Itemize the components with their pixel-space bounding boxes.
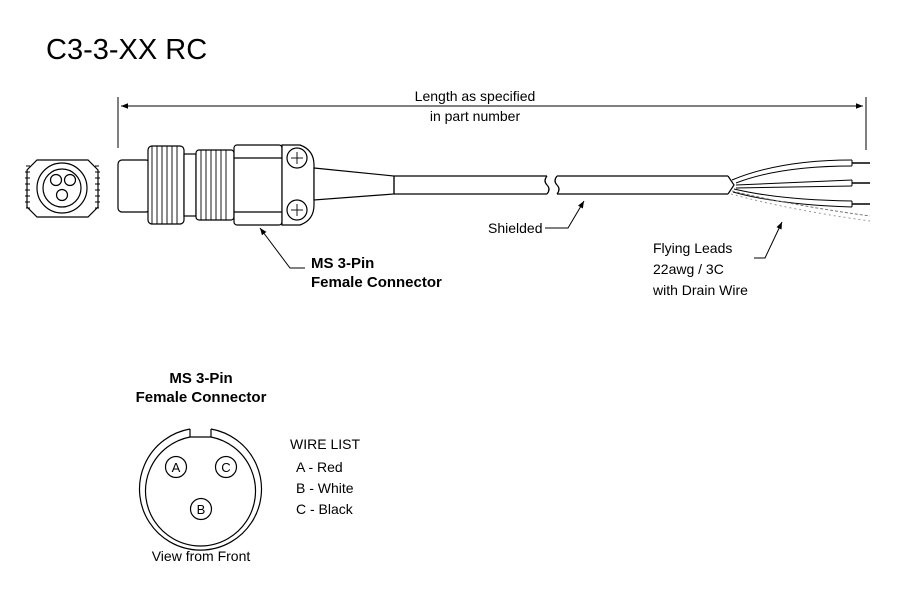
flying-leads bbox=[730, 159, 871, 222]
flying-leads-line2: 22awg / 3C bbox=[653, 261, 724, 277]
pin-labels: A C B bbox=[172, 460, 231, 517]
connector-side-view bbox=[117, 144, 395, 226]
wire-list-title: WIRE LIST bbox=[290, 436, 361, 452]
callout-leaders bbox=[259, 200, 783, 269]
pin-b-label: B bbox=[197, 502, 206, 517]
front-view-heading2: Female Connector bbox=[135, 389, 267, 406]
connector-callout-line1: MS 3-Pin bbox=[311, 255, 375, 272]
length-dimension bbox=[117, 97, 867, 150]
cable-jacket bbox=[393, 175, 735, 195]
front-view-heading1: MS 3-Pin bbox=[169, 370, 233, 387]
diagram-title: C3-3-XX RC bbox=[46, 34, 208, 66]
shielded-label: Shielded bbox=[488, 220, 543, 236]
pin-a-label: A bbox=[172, 460, 181, 475]
flying-leads-line3: with Drain Wire bbox=[653, 282, 748, 298]
flying-leads-line1: Flying Leads bbox=[653, 240, 733, 256]
wire-list-item: A - Red bbox=[296, 459, 343, 475]
front-view-caption: View from Front bbox=[151, 548, 251, 564]
length-label-line2: in part number bbox=[429, 108, 521, 124]
connector-front-view bbox=[138, 428, 263, 551]
connector-end-view bbox=[25, 159, 100, 218]
length-label-line1: Length as specified bbox=[414, 88, 536, 104]
wire-list-item: B - White bbox=[296, 480, 354, 496]
pin-c-label: C bbox=[221, 460, 230, 475]
connector-callout-line2: Female Connector bbox=[311, 274, 442, 291]
wire-list-item: C - Black bbox=[296, 501, 353, 517]
